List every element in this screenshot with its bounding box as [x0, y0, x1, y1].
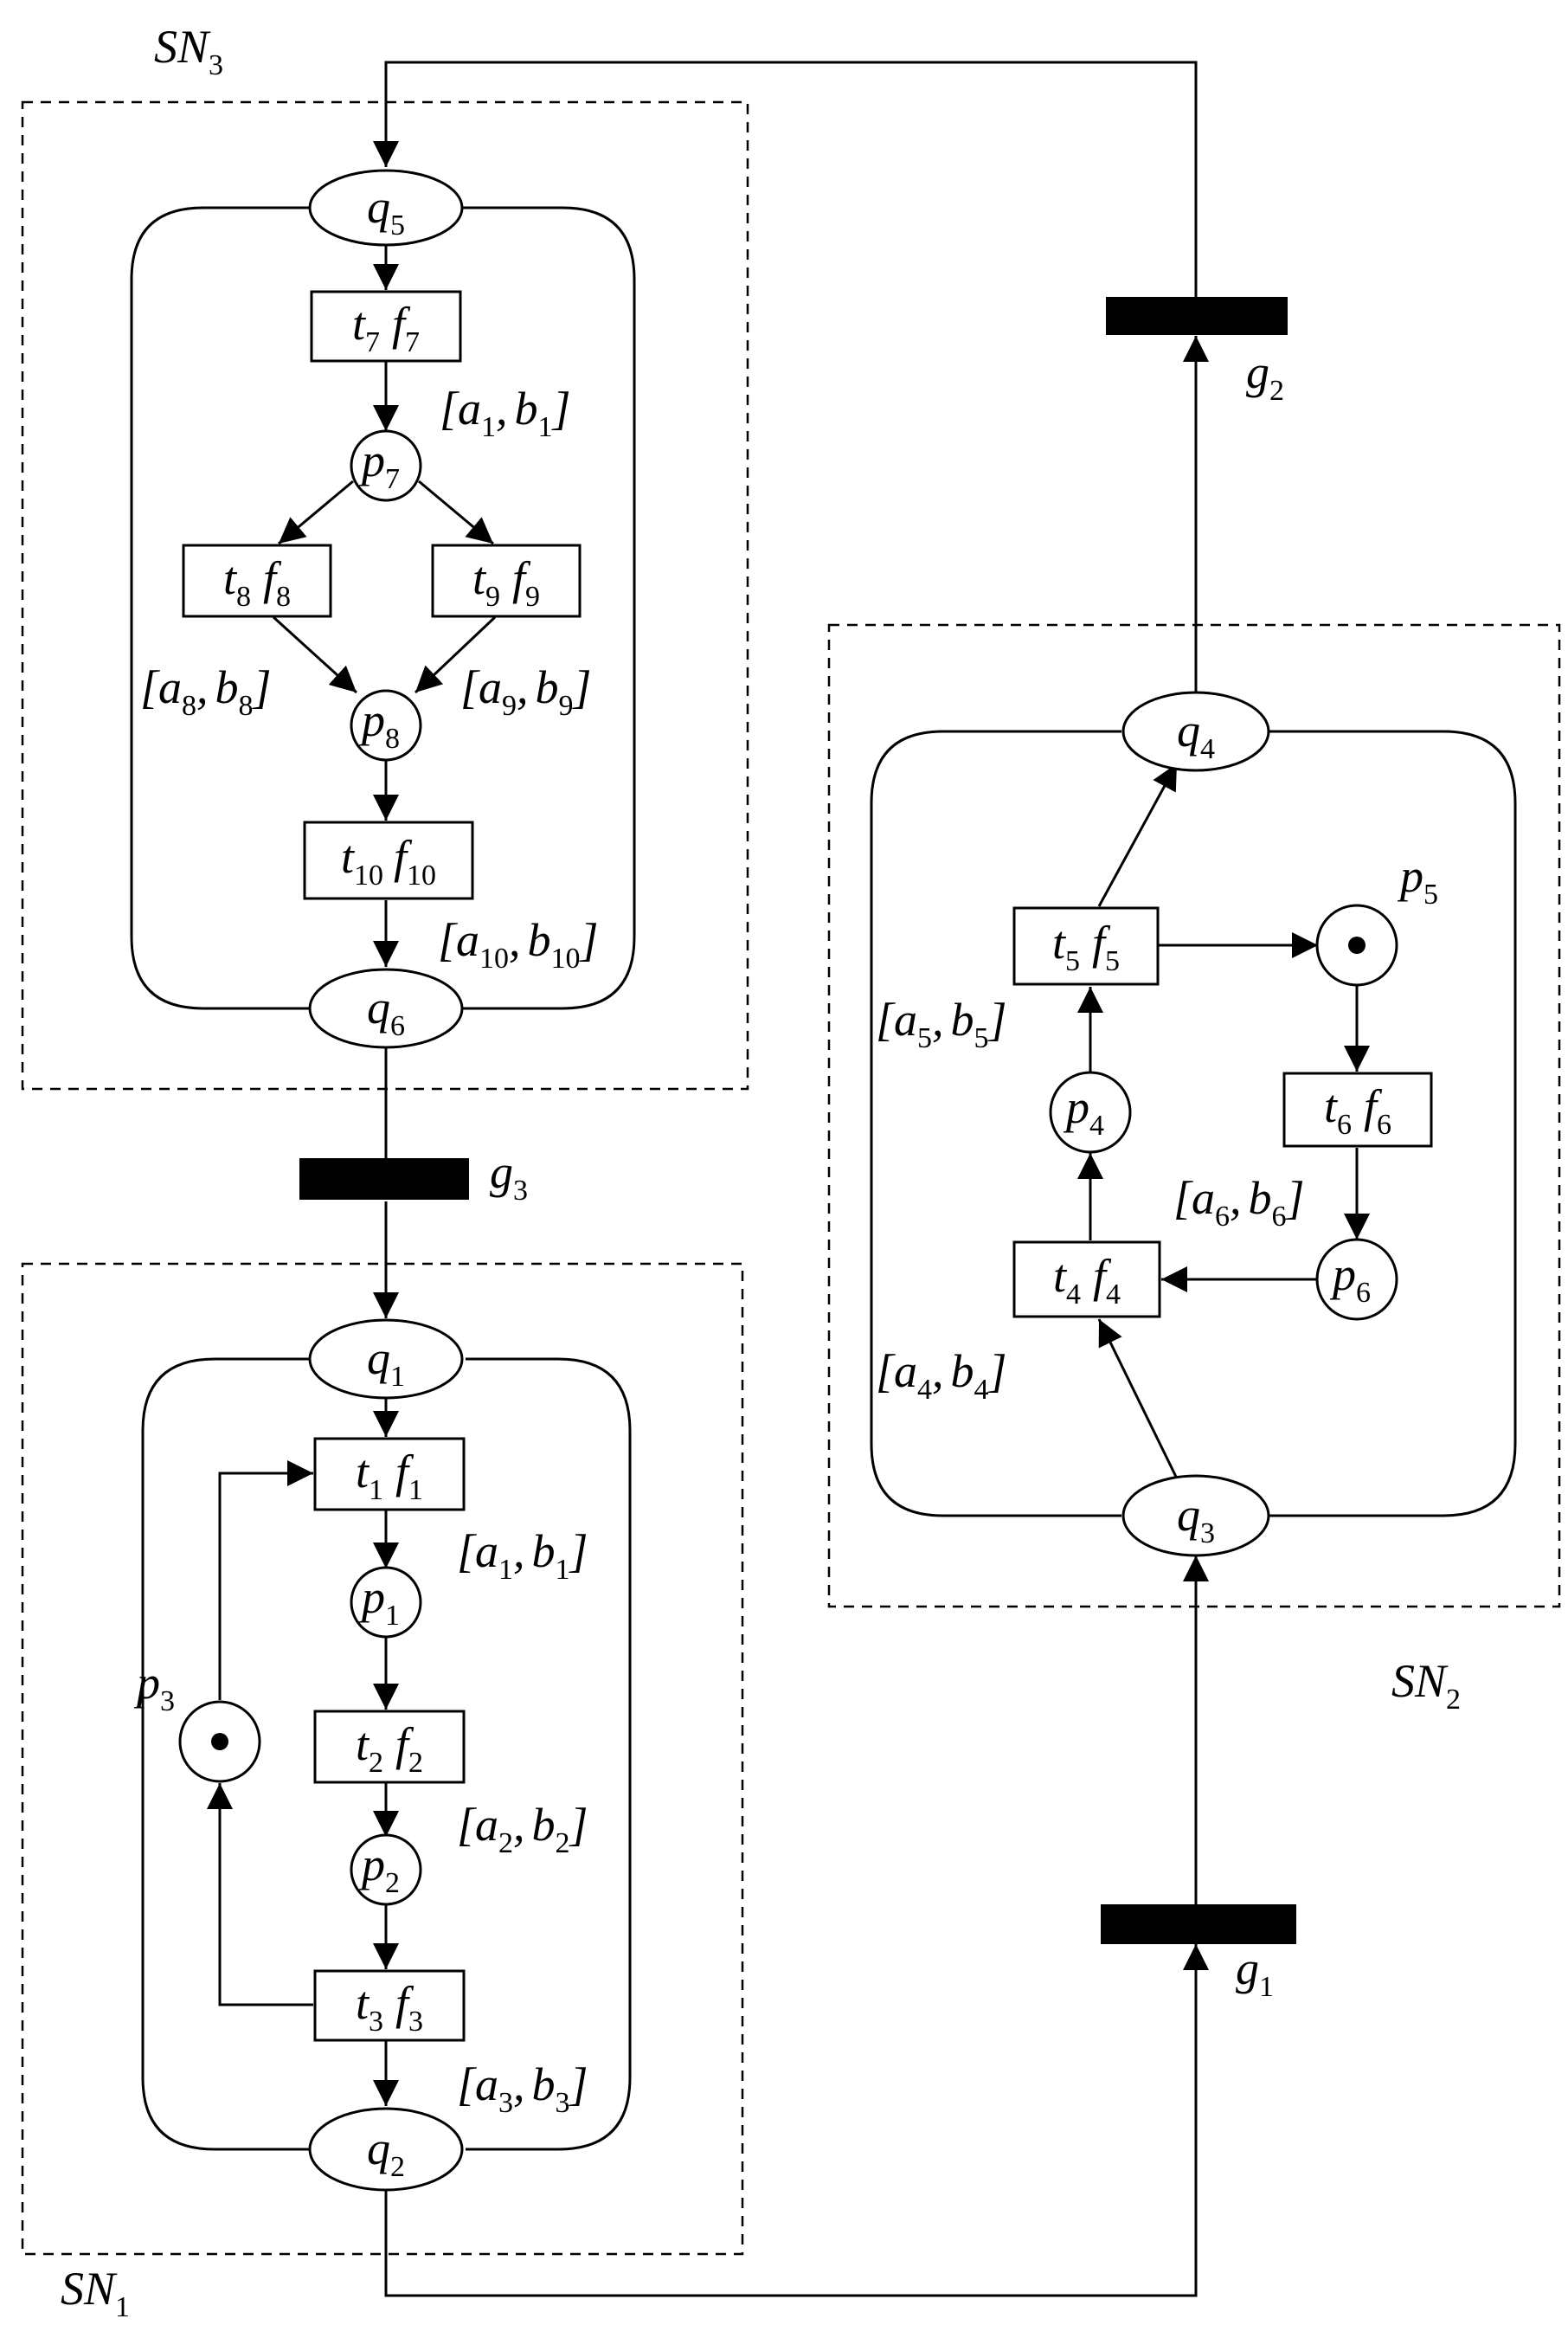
- interval-t9: [a9,b9]: [460, 661, 592, 722]
- gate-g2-label: g2: [1246, 346, 1284, 407]
- gate-g2: [1106, 297, 1288, 335]
- gate-g1-label: g1: [1236, 1942, 1274, 2003]
- interface-q4: q4: [1121, 691, 1270, 772]
- interface-q3: q3: [1121, 1474, 1270, 1557]
- interface-q6: q6: [308, 968, 464, 1049]
- svg-text:q4: q4: [1177, 705, 1215, 765]
- place-p5-label: p5: [1397, 850, 1438, 911]
- svg-text:q5: q5: [367, 181, 405, 242]
- interval-t2: [a2,b2]: [457, 1799, 588, 1859]
- gate-g3: [299, 1158, 469, 1200]
- subnet-sn2-label: SN2: [1391, 1655, 1461, 1716]
- sn2-container: [870, 730, 1121, 1517]
- arc-t9-to-p8: [414, 615, 497, 694]
- interval-t5: [a5,b5]: [876, 994, 1007, 1054]
- subnet-sn1-label: SN1: [61, 2263, 130, 2323]
- sn1-container-right: [466, 1357, 632, 2151]
- arc-p7-to-t9: [418, 480, 494, 545]
- place-p2: p2: [350, 1833, 422, 1906]
- svg-text:q1: q1: [367, 1332, 405, 1393]
- interface-q2: q2: [308, 2107, 464, 2192]
- interface-q5: q5: [308, 169, 464, 247]
- sn3-container-right: [462, 206, 636, 1010]
- token-p5: [1348, 937, 1366, 954]
- svg-text:p1: p1: [358, 1571, 400, 1632]
- place-p8: p8: [350, 689, 422, 762]
- svg-text:p2: p2: [358, 1839, 400, 1899]
- place-p3: [178, 1700, 261, 1783]
- place-p7: p7: [350, 429, 422, 502]
- arc-t3-to-p3: [207, 1783, 313, 2006]
- svg-text:q6: q6: [367, 982, 405, 1042]
- arc-t5-to-q4: [1097, 763, 1179, 907]
- interval-t7: [a1,b1]: [440, 383, 571, 443]
- gate-g3-label: g3: [490, 1146, 528, 1207]
- interval-t8: [a8,b8]: [140, 661, 272, 722]
- arc-p3-to-t1: [218, 1460, 313, 1700]
- svg-text:p6: p6: [1329, 1248, 1371, 1309]
- svg-text:p7: p7: [358, 435, 400, 495]
- place-p5: [1315, 904, 1398, 987]
- arc-q3-to-t4: [1097, 1318, 1179, 1479]
- sn3-container: [130, 206, 310, 1010]
- svg-text:p8: p8: [358, 694, 400, 755]
- place-p3-label: p3: [133, 1657, 175, 1717]
- arc-t8-to-p8: [272, 615, 358, 694]
- interval-t6: [a6,b6]: [1173, 1172, 1305, 1233]
- place-p4: p4: [1049, 1071, 1132, 1154]
- interval-t1: [a1,b1]: [457, 1525, 588, 1586]
- sn1-container: [141, 1357, 310, 2151]
- svg-text:p4: p4: [1063, 1081, 1104, 1142]
- subnet-sn2-boundary: [827, 623, 1561, 1608]
- interval-t3: [a3,b3]: [457, 2058, 588, 2119]
- arc-p7-to-t8: [278, 480, 354, 545]
- arc-q2-to-g1: [384, 1944, 1209, 2297]
- place-p1: p1: [350, 1566, 422, 1639]
- subnet-sn3-label: SN3: [154, 21, 223, 81]
- place-p6: p6: [1315, 1238, 1398, 1321]
- svg-text:q2: q2: [367, 2122, 405, 2183]
- interface-q1: q1: [308, 1318, 464, 1400]
- token-p3: [211, 1733, 228, 1750]
- arc-g2-to-q5: [373, 61, 1198, 299]
- sn2-container-right: [1269, 730, 1517, 1517]
- svg-text:q3: q3: [1177, 1489, 1215, 1549]
- gate-g1: [1101, 1904, 1296, 1944]
- interval-t4: [a4,b4]: [876, 1345, 1007, 1406]
- interval-t10: [a10,b10]: [438, 914, 599, 975]
